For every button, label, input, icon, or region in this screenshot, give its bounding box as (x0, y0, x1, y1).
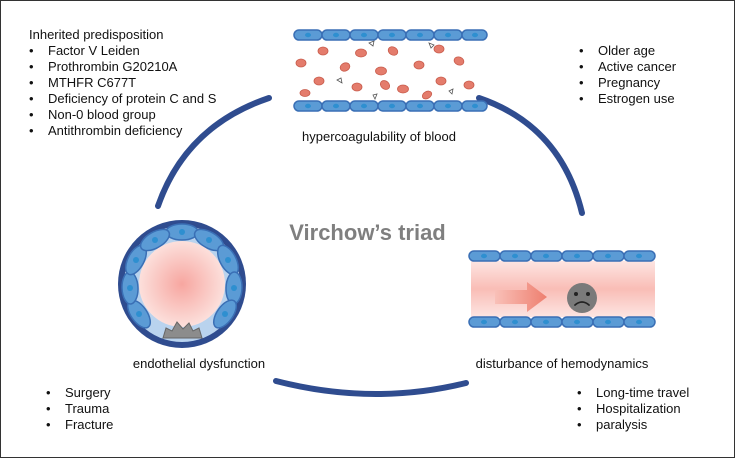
acquired-factors-block: Older ageActive cancerPregnancyEstrogen … (579, 43, 676, 107)
list-item: Active cancer (579, 59, 676, 75)
flow-arrow-icon (495, 282, 547, 312)
hemodynamics-label: disturbance of hemodynamics (475, 356, 649, 371)
damaged-endothelium-icon (162, 321, 203, 339)
diagram-title: Virchow’s triad (289, 220, 446, 245)
endothelial-factors-list: SurgeryTraumaFracture (46, 385, 113, 433)
list-item: Fracture (46, 417, 113, 433)
endothelial-factors-block: SurgeryTraumaFracture (46, 385, 113, 433)
list-item: Factor V Leiden (29, 43, 216, 59)
list-item: Non-0 blood group (29, 107, 216, 123)
list-item: Deficiency of protein C and S (29, 91, 216, 107)
hemodynamic-factors-list: Long-time travelHospitalizationparalysis (577, 385, 689, 433)
list-item: Long-time travel (577, 385, 689, 401)
list-item: paralysis (577, 417, 689, 433)
arc-left (155, 95, 272, 209)
blood-vessel-top-icon (293, 29, 488, 112)
sad-face-icon (567, 283, 597, 313)
list-item: Prothrombin G20210A (29, 59, 216, 75)
inherited-heading: Inherited predisposition (29, 27, 164, 42)
inherited-list: Factor V LeidenProthrombin G20210AMTHFR … (29, 43, 216, 139)
inherited-predisposition-block: Inherited predisposition Factor V Leiden… (29, 27, 216, 139)
acquired-list: Older ageActive cancerPregnancyEstrogen … (579, 43, 676, 107)
list-item: Antithrombin deficiency (29, 123, 216, 139)
endothelial-dysfunction-label: endothelial dysfunction (132, 356, 266, 371)
hypercoagulability-label: hypercoagulability of blood (302, 129, 456, 144)
triad-arcs (155, 95, 585, 397)
list-item: Estrogen use (579, 91, 676, 107)
list-item: Trauma (46, 401, 113, 417)
hemodynamic-factors-block: Long-time travelHospitalizationparalysis (577, 385, 689, 433)
list-item: Hospitalization (577, 401, 689, 417)
list-item: Older age (579, 43, 676, 59)
arc-bottom (273, 378, 469, 397)
arc-right (476, 95, 585, 216)
list-item: Pregnancy (579, 75, 676, 91)
list-item: MTHFR C677T (29, 75, 216, 91)
list-item: Surgery (46, 385, 113, 401)
blood-vessel-cross-section-icon (118, 220, 246, 348)
red-blood-cells (295, 44, 475, 100)
blood-flow-vessel-icon (468, 250, 656, 328)
